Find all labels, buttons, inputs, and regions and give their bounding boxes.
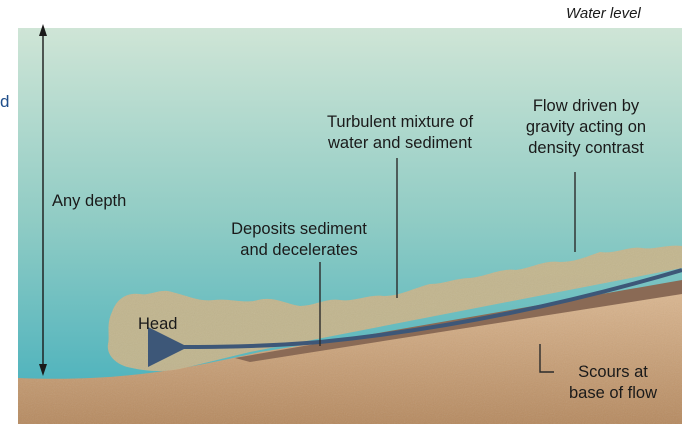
flow-driven-line-2: gravity acting on [525, 118, 647, 136]
scours-line-1: Scours at [578, 363, 648, 381]
flow-direction-arrow [147, 268, 682, 368]
turbulent-line-2: water and sediment [328, 134, 472, 152]
sediment-cloud-texture [107, 245, 682, 371]
scours-line-2: base of flow [568, 384, 658, 402]
edge-text-fragment: d [0, 92, 10, 111]
flow-driven-line-1: Flow driven by [532, 97, 640, 115]
deposits-line-1: Deposits sediment [231, 220, 367, 238]
deposits-sediment-label: Deposits sediment and decelerates [214, 219, 384, 261]
turbulent-mixture-label: Turbulent mixture of water and sediment [300, 112, 500, 154]
scours-label: Scours at base of flow [548, 362, 678, 404]
flow-driven-line-3: density contrast [528, 139, 644, 157]
depth-arrow [39, 24, 47, 376]
any-depth-label: Any depth [52, 192, 127, 210]
flow-driven-label: Flow driven by gravity acting on density… [506, 96, 666, 159]
deposits-line-2: and decelerates [240, 241, 358, 259]
turbulent-line-1: Turbulent mixture of [326, 113, 474, 131]
water-level-label: Water level [566, 5, 641, 22]
leader-lines [319, 158, 576, 373]
head-label: Head [138, 315, 178, 333]
